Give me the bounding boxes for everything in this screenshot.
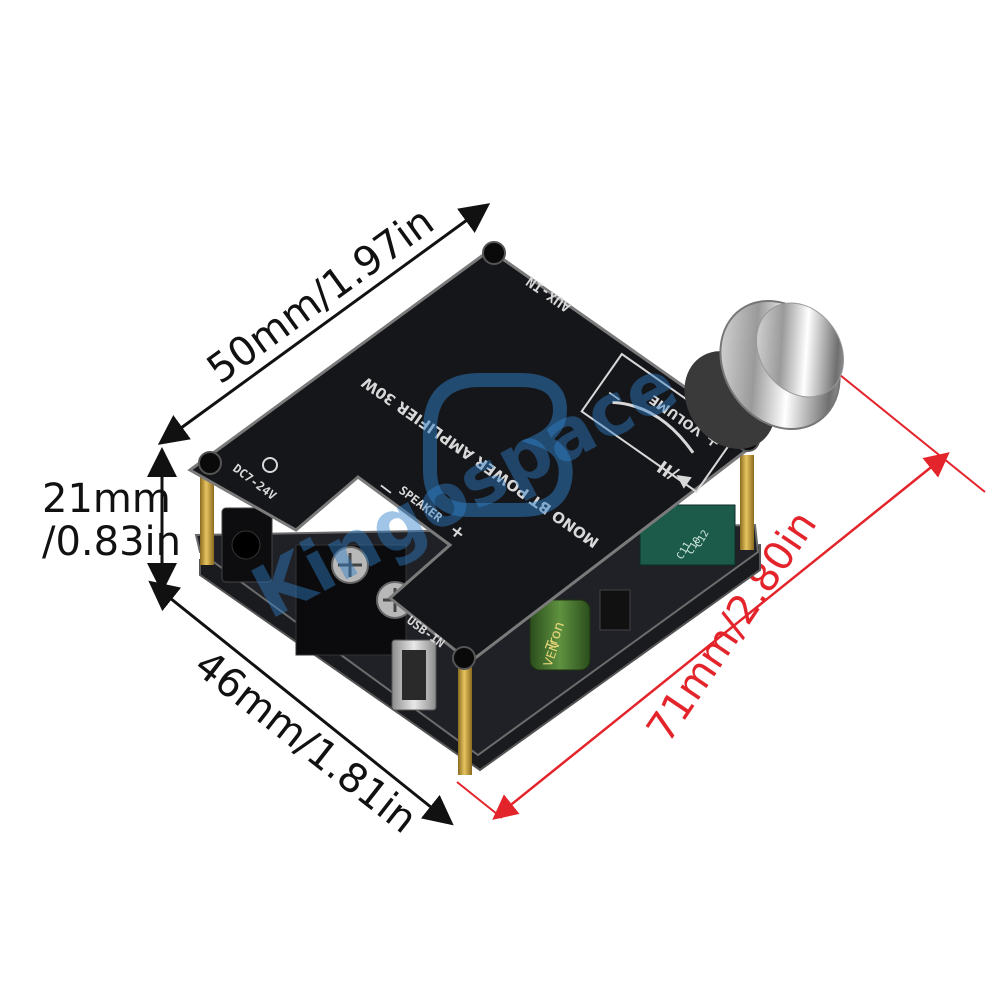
screw-top xyxy=(482,241,506,265)
width-dimension-line xyxy=(157,203,491,445)
volume-knob xyxy=(684,299,845,449)
screw-left xyxy=(198,451,222,475)
standoff-left xyxy=(200,470,214,565)
length-extension-bottom xyxy=(456,781,503,819)
regulator-chip xyxy=(599,589,631,631)
amplifier-board: Tron VEN C10 C11 C12 AUX-IN MONO BT POWE… xyxy=(187,241,845,775)
length-extension-top xyxy=(839,374,986,493)
top-panel xyxy=(187,248,763,664)
standoff-front xyxy=(458,665,472,775)
screw-bottom xyxy=(452,646,476,670)
depth-dimension-line xyxy=(148,580,454,826)
watermark-logo-icon xyxy=(423,373,573,517)
length-dimension-line xyxy=(492,452,950,820)
speaker-terminal-block xyxy=(295,544,414,656)
height-dimension-label-line1: 21mm xyxy=(42,476,171,522)
height-dimension-label-line2: /0.83in xyxy=(42,519,181,565)
electrolytic-capacitor: Tron VEN xyxy=(529,599,591,671)
dc-polarity-icon xyxy=(262,457,278,473)
dc-jack-hole xyxy=(231,530,261,560)
volume-arc-icon xyxy=(612,400,695,454)
standoff-right xyxy=(740,455,754,550)
